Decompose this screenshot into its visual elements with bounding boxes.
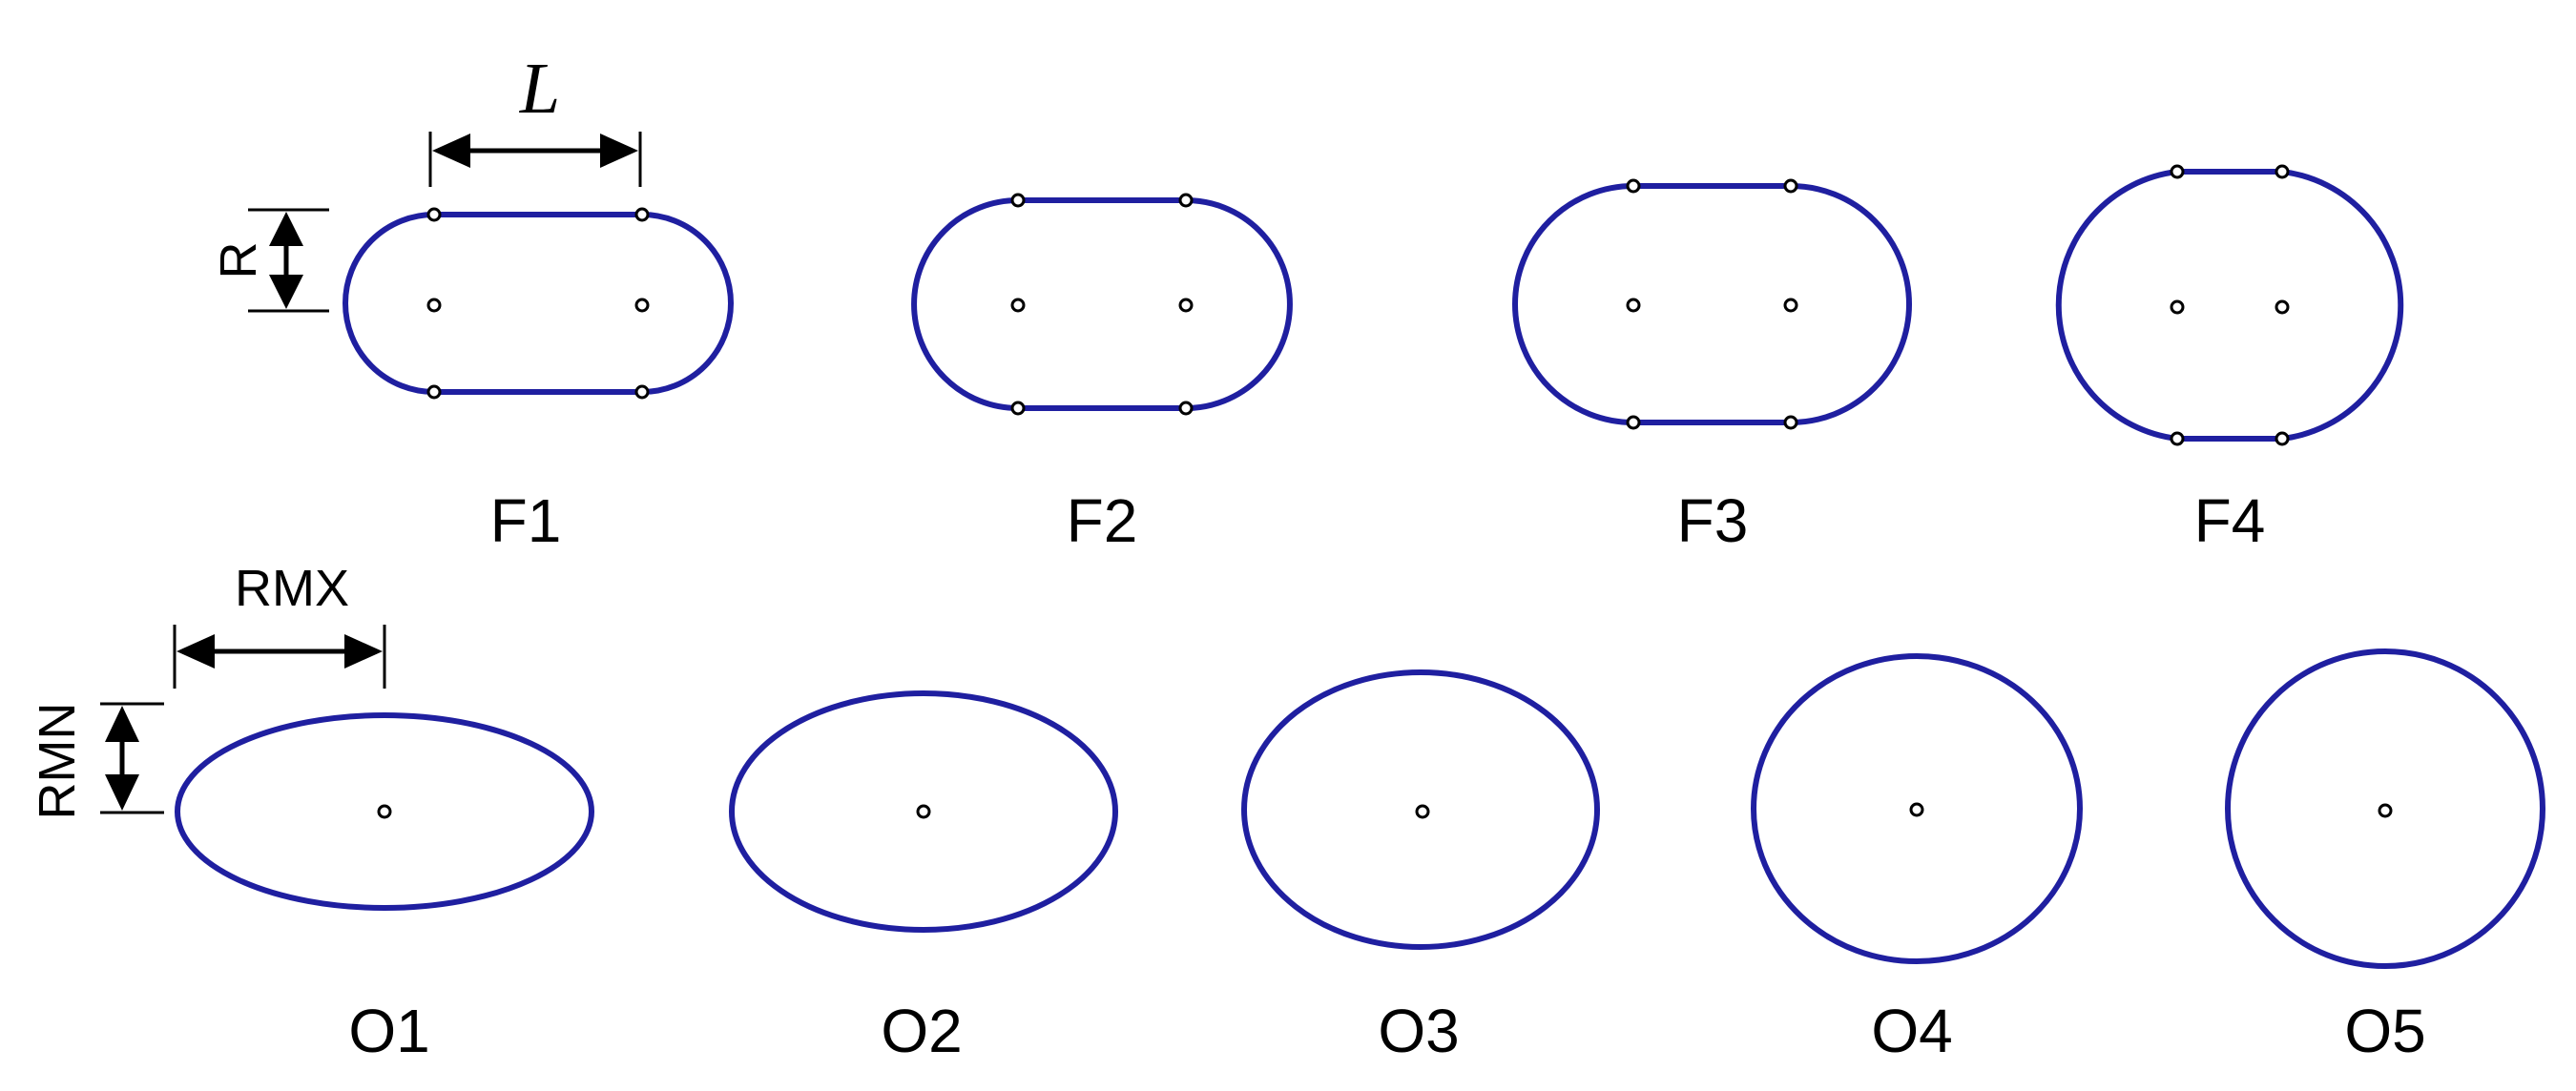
shape-f2-node [1010, 193, 1026, 208]
shape-f2-label: F2 [1067, 486, 1138, 555]
radius-arrowhead-top [269, 212, 303, 246]
shape-f2-center [1010, 298, 1026, 313]
minor-radius-arrowhead-bottom [105, 774, 139, 811]
radius-arrowhead-bottom [269, 275, 303, 309]
shape-o2-center [916, 804, 931, 819]
shape-f1-outline [343, 212, 734, 395]
shape-o1-outline [175, 712, 594, 911]
shape-o5-center [2378, 803, 2393, 818]
shape-f2-center [1178, 298, 1194, 313]
shape-f2-outline [911, 197, 1293, 411]
shape-f4-node [2275, 164, 2290, 179]
major-radius-label: RMX [235, 560, 349, 617]
shape-f1-node [426, 207, 442, 222]
shape-o3-label: O3 [1378, 997, 1459, 1065]
shape-o2-label: O2 [881, 997, 962, 1065]
major-radius-arrowhead-right [344, 634, 383, 669]
shape-f4: F4 [2055, 164, 2404, 555]
radius-dimension: R [210, 208, 329, 313]
minor-radius-label: RMN [29, 703, 86, 820]
shape-f3-label: F3 [1677, 486, 1749, 555]
shape-o1-label: O1 [348, 997, 429, 1065]
shape-o5: O5 [2225, 648, 2545, 1065]
shape-o5-label: O5 [2344, 997, 2425, 1065]
shape-f2-node [1010, 401, 1026, 416]
shape-f3: F3 [1512, 178, 1912, 555]
shape-f2: F2 [911, 193, 1293, 555]
shape-f1-node [634, 384, 650, 400]
length-dimension: L [428, 49, 642, 187]
shape-f2-node [1178, 193, 1194, 208]
shape-f4-outline [2055, 169, 2404, 442]
shape-f1-center [426, 298, 442, 313]
shape-f1-node [634, 207, 650, 222]
shape-f3-center [1626, 298, 1641, 313]
shape-f4-node [2170, 431, 2185, 446]
shape-o3-center [1415, 804, 1430, 819]
shape-f3-node [1783, 178, 1798, 194]
shape-f1-node [426, 384, 442, 400]
length-label: L [519, 49, 560, 129]
shape-f4-center [2275, 299, 2290, 315]
length-arrowhead-left [432, 134, 470, 168]
major-radius-arrowhead-left [177, 634, 215, 669]
shape-o4: O4 [1751, 653, 2083, 1065]
length-arrowhead-right [600, 134, 638, 168]
shape-o3-outline [1241, 669, 1600, 950]
shape-o4-label: O4 [1871, 997, 1952, 1065]
shape-f1-label: F1 [490, 486, 562, 555]
shape-f3-center [1783, 298, 1798, 313]
shape-o5-outline [2225, 648, 2545, 969]
shape-o3: O3 [1241, 669, 1600, 1065]
shape-o2: O2 [729, 690, 1118, 1065]
shape-f4-node [2275, 431, 2290, 446]
shape-f2-node [1178, 401, 1194, 416]
radius-label: R [210, 242, 267, 279]
minor-radius-dimension: RMN [29, 702, 164, 820]
major-radius-dimension: RMX [173, 560, 386, 689]
shape-o1-center [377, 804, 392, 819]
minor-radius-arrowhead-top [105, 706, 139, 742]
shape-f3-node [1626, 415, 1641, 430]
shape-f4-node [2170, 164, 2185, 179]
shape-f1: F1 [343, 207, 734, 555]
shape-o2-outline [729, 690, 1118, 933]
shape-o4-outline [1751, 653, 2083, 964]
shape-o4-center [1909, 802, 1924, 817]
shape-f1-center [634, 298, 650, 313]
shape-f4-center [2170, 299, 2185, 315]
shape-o1: O1 [175, 712, 594, 1065]
shape-f3-node [1626, 178, 1641, 194]
shape-f3-node [1783, 415, 1798, 430]
shape-f4-label: F4 [2194, 486, 2266, 555]
shape-f3-outline [1512, 183, 1912, 425]
